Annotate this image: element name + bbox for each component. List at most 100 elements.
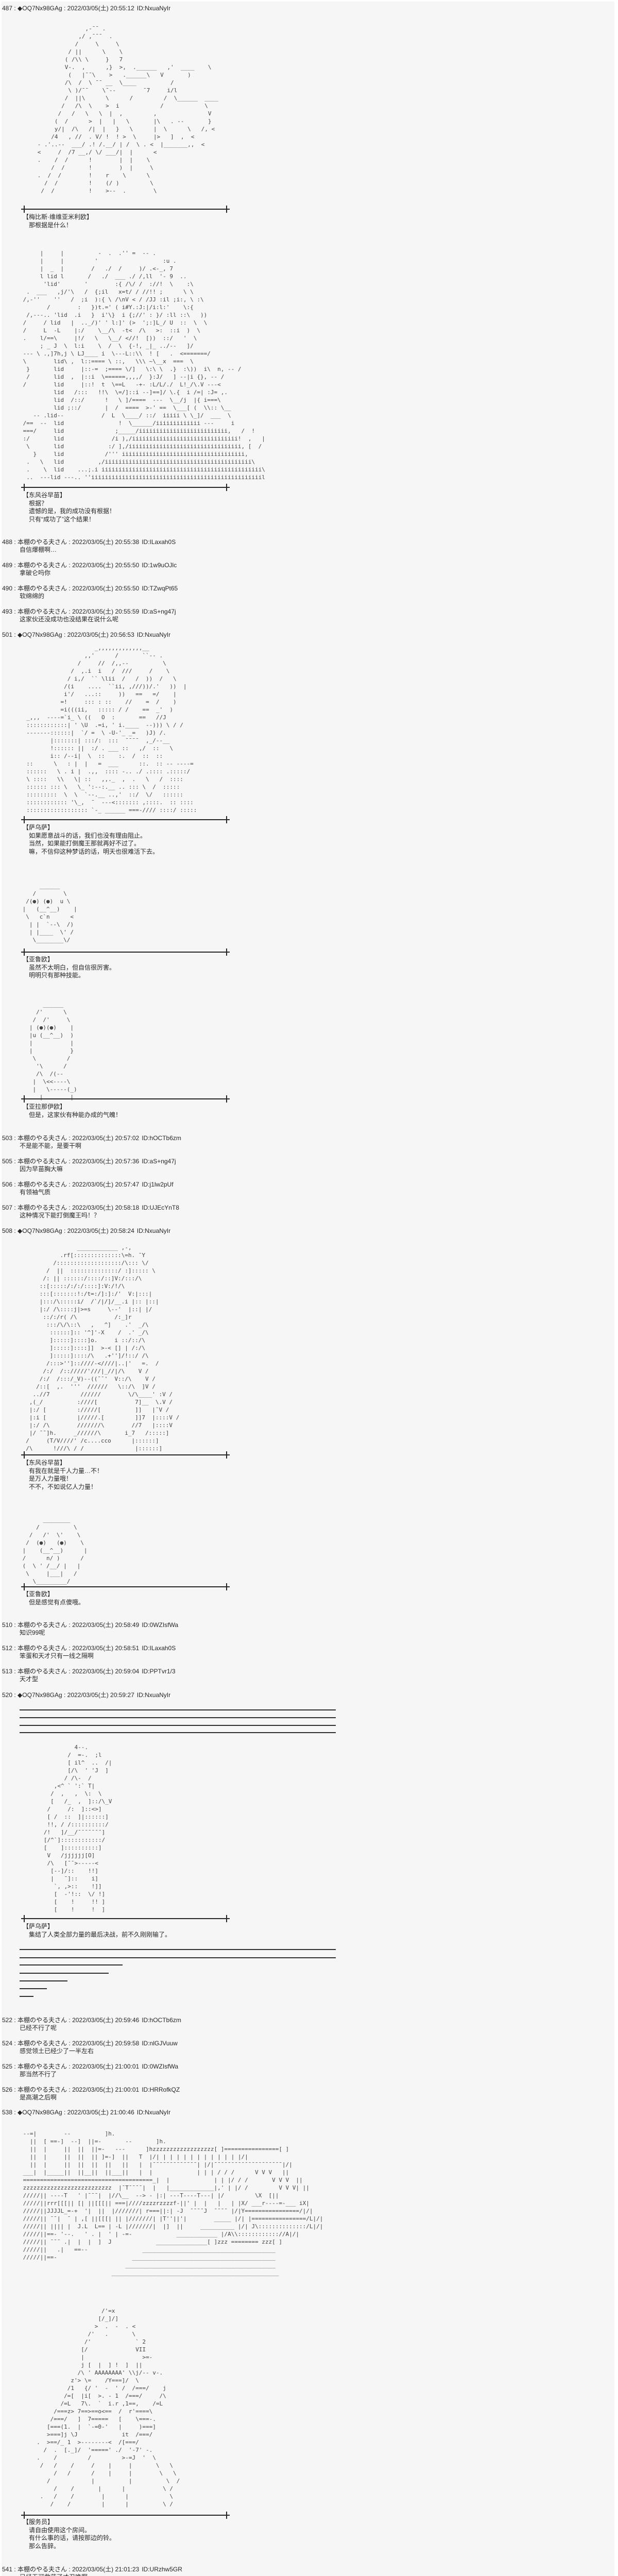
separator: : (12, 1227, 18, 1234)
separator: : (62, 631, 67, 638)
rule-line (20, 1725, 336, 1726)
poster-name: 本棚のやる夫さん (18, 2040, 67, 2047)
ascii-art-sausa-muscle: 4--. / =-. ;l [ il^ .. /| [/\ ' 'J ] / /… (43, 1744, 112, 1913)
post-number: 507 (2, 1204, 13, 1211)
ascii-art-room: --=| -- ]h. || [ ==-] --] ||=- -- ]h. ||… (23, 2130, 323, 2276)
ascii-art-sanae: | | - . .'' = -- . | | ' :u . | _ | / ./… (23, 250, 265, 481)
post-number: 490 (2, 585, 13, 592)
poster-name: 本棚のやる夫さん (18, 2086, 67, 2093)
separator: : (12, 2109, 18, 2116)
separator: : (12, 2040, 18, 2047)
post-number: 513 (2, 1668, 13, 1675)
poster-id: ID:hOCTb6zm (142, 1134, 181, 1142)
post-datetime: 2022/03/05(土) 20:58:18 (72, 1204, 140, 1211)
post-datetime: 2022/03/05(土) 21:00:01 (72, 2063, 140, 2070)
post-body: 有领袖气质 (20, 1189, 51, 1196)
post-datetime: 2022/03/05(土) 20:59:27 (67, 1691, 134, 1699)
ascii-art-yaranaio: ______ /' \ / /' \ | (●)(●) | |u (__^__)… (29, 1001, 77, 1100)
post-number: 512 (2, 1645, 13, 1652)
rule-line (20, 1717, 336, 1718)
post-datetime: 2022/03/05(土) 21:00:01 (72, 2086, 140, 2093)
separator: : (67, 562, 73, 569)
poster-name: 本棚のやる夫さん (18, 1621, 67, 1629)
scene-divider (21, 1451, 230, 1459)
dialogue-line: 嘛，不信仰这种梦话的话，明天也很难活下去。 (29, 848, 159, 855)
dialogue-line: 是万人力量哦！ (29, 1475, 73, 1482)
post-datetime: 2022/03/05(土) 20:55:38 (72, 538, 140, 546)
caption: 【亚鲁欧】 虽然不太明白，但自信很厉害。 明明只有那种技能。 (23, 956, 115, 980)
caption: 【萨乌萨】 集结了人类全部力量的最后决战，前不久刚刚输了。 (23, 1923, 171, 1939)
separator: : (62, 5, 67, 12)
separator: : (67, 608, 73, 615)
ascii-art-sausa: _,,,,,,,,,,,,,__ ,,' / ``-- . / // /,,--… (26, 645, 197, 814)
post-datetime: 2022/03/05(土) 20:58:49 (72, 1621, 140, 1629)
separator: : (12, 631, 18, 638)
speaker-name: 【亚鲁欧】 (23, 956, 54, 963)
post-number: 487 (2, 5, 13, 12)
poster-trip: ◆OQ7Nx98GAg (18, 5, 62, 12)
poster-name: 本棚のやる夫さん (18, 562, 67, 569)
post-number: 505 (2, 1158, 13, 1165)
post-body: 知识99呢 (20, 1629, 45, 1636)
separator: : (67, 1134, 73, 1142)
post-body: 笨蛋和天才只有一线之隔啊 (20, 1652, 94, 1659)
post-datetime: 2022/03/05(土) 20:56:53 (67, 631, 134, 638)
post-header-508: 508 : ◆OQ7Nx98GAg : 2022/03/05(土) 20:58:… (2, 1227, 170, 1235)
poster-id: ID:aS+ng47j (142, 608, 176, 615)
separator: : (67, 1158, 73, 1165)
separator: : (12, 538, 18, 546)
rule-line (20, 1949, 336, 1950)
post-body: 拿破仑吗你 (20, 569, 51, 577)
post-number: 488 (2, 538, 13, 546)
post-datetime: 2022/03/05(土) 20:57:36 (72, 1158, 140, 1165)
dialogue-line: 根据？ (29, 499, 48, 507)
post-datetime: 2022/03/05(土) 20:58:51 (72, 1645, 140, 1652)
dialogue-line: 有我在就是千人力量…不！ (29, 1467, 104, 1475)
ascii-art-yaruo: ______ / \ /(●) (●) u \ | (__^__) | \ c`… (22, 883, 77, 943)
scene-divider (21, 2512, 230, 2519)
separator: : (12, 1158, 18, 1165)
speaker-name: 【亚鲁欧】 (23, 1590, 54, 1598)
separator: : (67, 2086, 73, 2093)
post-datetime: 2022/03/05(土) 20:55:50 (72, 585, 140, 592)
separator: : (12, 1621, 18, 1629)
dialogue-line: 只有“成功了”这个结果！ (29, 515, 95, 523)
rule-line (20, 1996, 33, 1997)
dialogue-line: 如果愿意战斗的话，我们也没有理由阻止。 (29, 832, 147, 839)
separator: : (12, 1204, 18, 1211)
poster-id: ID:1w9uOJlc (142, 562, 177, 569)
post-body: 这家伙还没成功也没结果在说什么呢 (20, 616, 119, 623)
separator: : (12, 1645, 18, 1652)
rule-line (20, 1988, 47, 1989)
poster-name: 本棚のやる夫さん (18, 2063, 67, 2070)
separator: : (62, 2109, 67, 2116)
poster-id: ID:NxuaNyIr (136, 1691, 171, 1699)
dialogue-line: 那么告辞。 (29, 2542, 60, 2550)
post-number: 501 (2, 631, 13, 638)
post-datetime: 2022/03/05(土) 20:55:50 (72, 562, 140, 569)
poster-trip: ◆OQ7Nx98GAg (18, 631, 62, 638)
caption: 【萨乌萨】 如果愿意战斗的话，我们也没有理由阻止。 当然，如果能打倒魔王那就再好… (23, 824, 159, 856)
post-datetime: 2022/03/05(土) 21:01:23 (72, 2566, 140, 2573)
scene-divider (21, 1095, 230, 1103)
dialogue-line: 请自由使用这个房间。 (29, 2526, 91, 2534)
post-number: 525 (2, 2063, 13, 2070)
post-body: 是高潮之后啊 (20, 2094, 57, 2101)
poster-id: ID:nlGJVuuw (142, 2040, 178, 2047)
separator: : (12, 2016, 18, 2024)
poster-id: ID:URzhw5GR (142, 2566, 182, 2573)
post-body: 已经无可救药了才召唤啊… (20, 2573, 94, 2576)
separator: : (12, 1668, 18, 1675)
speaker-name: 【萨乌萨】 (23, 824, 54, 831)
ascii-art-sanae: ____________ ,-, .rf[::::::::::::::\=h. … (26, 1244, 180, 1452)
poster-name: 本棚のやる夫さん (18, 2566, 67, 2573)
rule-line (20, 1973, 109, 1974)
speaker-name: 【梅比斯·维维亚米利欧】 (23, 213, 93, 221)
poster-id: ID:HRRofkQZ (142, 2086, 180, 2093)
